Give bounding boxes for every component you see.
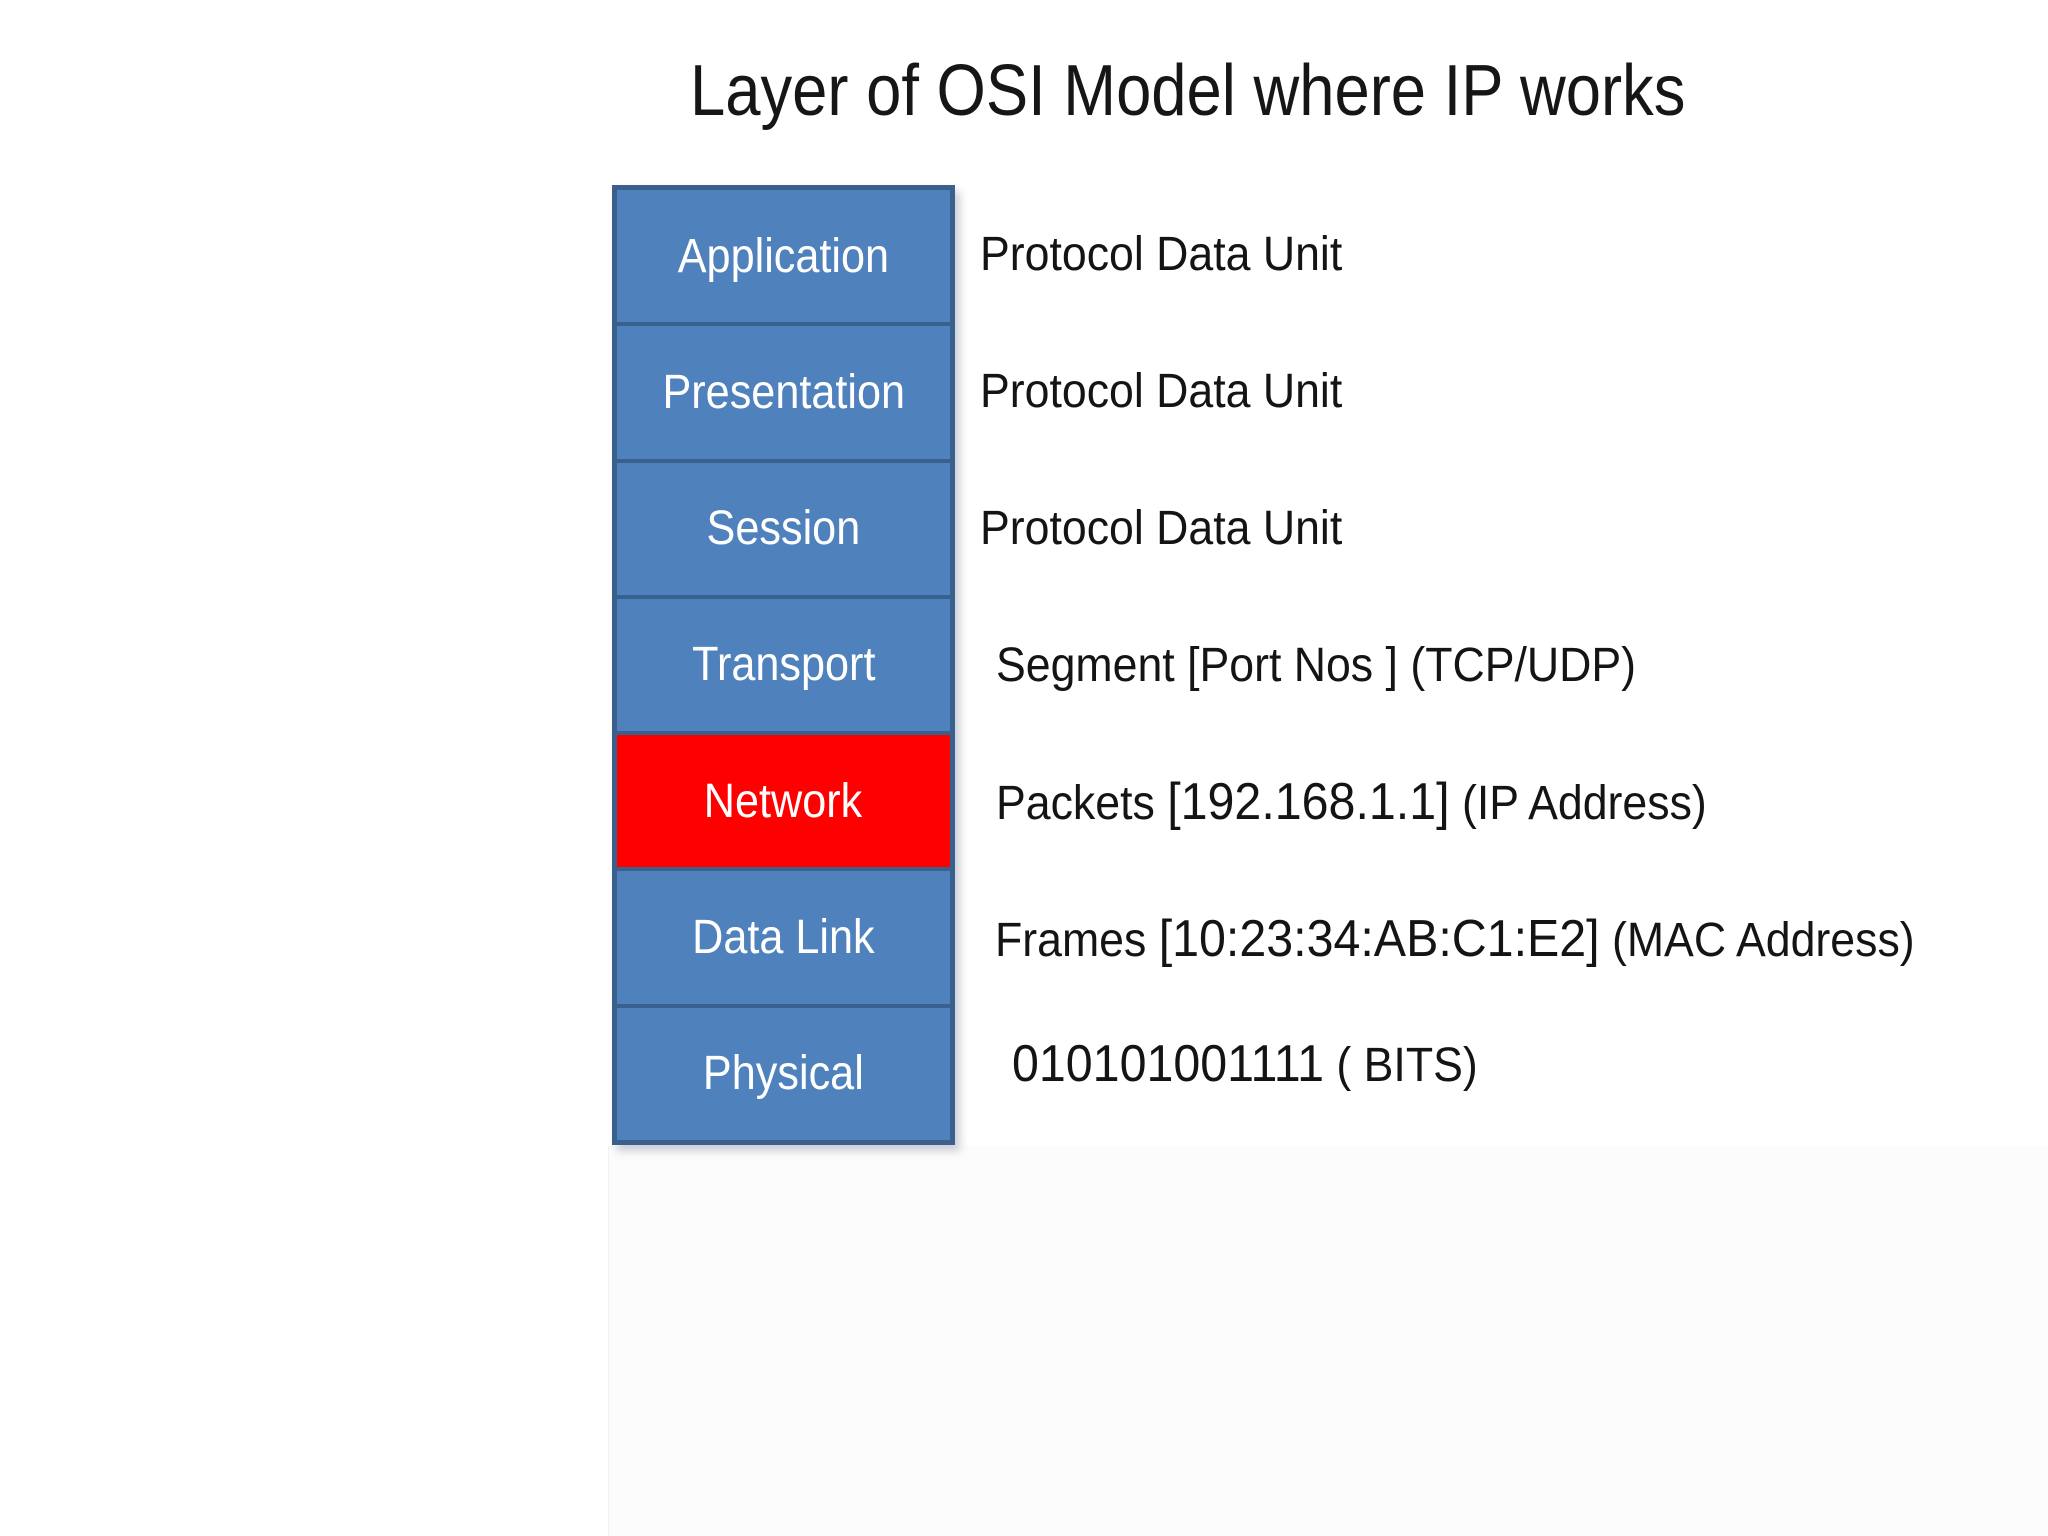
pdu-annotation-presentation: Protocol Data Unit [980, 322, 1342, 459]
layer-label-transport: Transport [691, 638, 876, 692]
layer-box-data-link: Data Link [617, 871, 950, 1004]
pdu-post-network: (IP Address) [1449, 776, 1707, 830]
pdu-post-physical: ( BITS) [1323, 1038, 1478, 1092]
pdu-annotation-physical: 010101001111 ( BITS) [1012, 996, 1478, 1133]
pdu-value-network: [192.168.1.1] [1167, 772, 1450, 831]
layer-label-physical: Physical [703, 1047, 864, 1101]
pdu-annotation-session: Protocol Data Unit [980, 459, 1342, 596]
pdu-annotation-data-link: Frames [10:23:34:AB:C1:E2] (MAC Address) [995, 871, 1915, 1008]
layer-box-application: Application [617, 190, 950, 323]
layer-box-presentation: Presentation [617, 326, 950, 459]
layer-box-physical: Physical [617, 1007, 950, 1140]
pdu-annotation-network: Packets [192.168.1.1] (IP Address) [996, 734, 1707, 871]
layer-label-data-link: Data Link [692, 911, 875, 965]
layer-box-transport: Transport [617, 598, 950, 732]
pdu-pre-presentation: Protocol Data Unit [980, 365, 1343, 419]
pdu-post-data-link: (MAC Address) [1599, 913, 1915, 967]
layer-label-session: Session [706, 502, 861, 556]
pdu-pre-data-link: Frames [995, 913, 1159, 967]
layer-label-application: Application [677, 229, 890, 283]
pdu-annotation-application: Protocol Data Unit [980, 185, 1342, 322]
slide-background-shade [608, 1146, 2048, 1536]
layer-label-network: Network [704, 774, 863, 828]
layer-label-presentation: Presentation [662, 365, 905, 419]
pdu-value-data-link: [10:23:34:AB:C1:E2] [1158, 909, 1600, 968]
pdu-pre-application: Protocol Data Unit [980, 228, 1343, 281]
pdu-annotation-transport: Segment [Port Nos ] (TCP/UDP) [996, 596, 1636, 733]
layer-box-session: Session [617, 462, 950, 595]
slide-title: Layer of OSI Model where IP works [690, 51, 1686, 131]
pdu-pre-network: Packets [996, 776, 1168, 830]
pdu-pre-session: Protocol Data Unit [980, 502, 1343, 556]
pdu-pre-transport: Segment [Port Nos ] (TCP/UDP) [996, 639, 1636, 693]
layer-box-network: Network [617, 735, 950, 868]
pdu-value-physical: 010101001111 [1012, 1034, 1324, 1093]
